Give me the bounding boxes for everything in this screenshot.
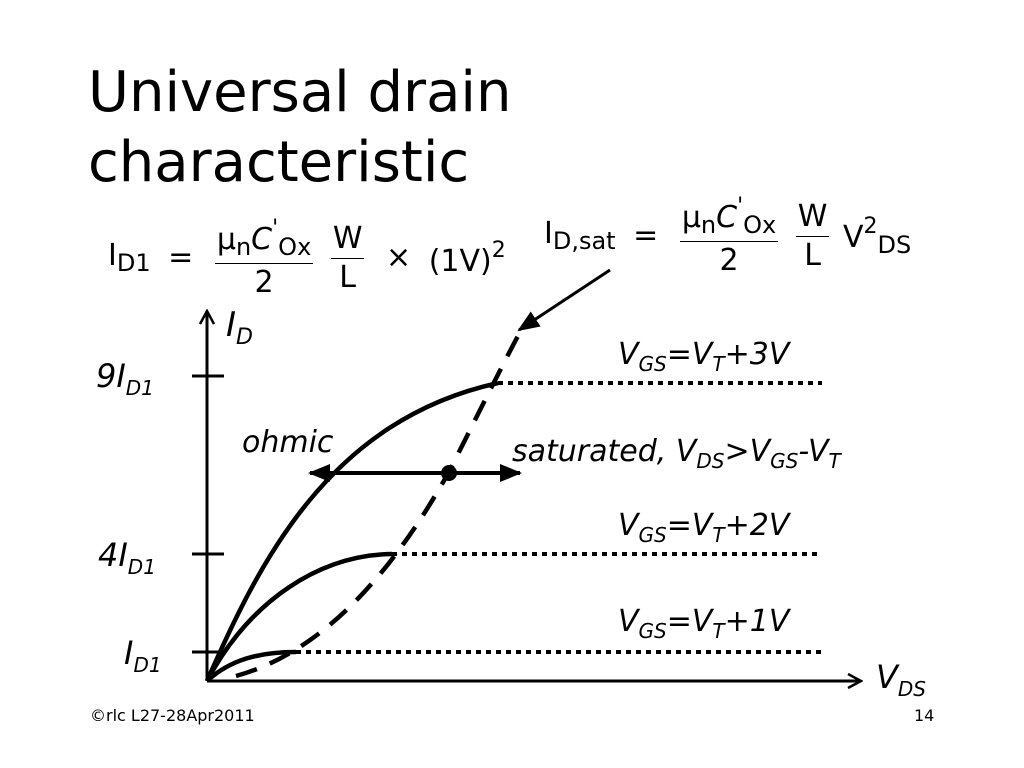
curve-vt-plus-3v-ohmic (204, 380, 499, 682)
title-line-2: characteristic (88, 130, 470, 195)
curve-label-vt-plus-1v: VGS=VT+1V (618, 604, 792, 643)
formula-idsat-fraction-wl: W L (795, 198, 830, 273)
formula-id1: ID1 = μnC'Ox 2 W L × (1V)2 (108, 218, 506, 298)
formula-id1-equals: = (168, 240, 194, 275)
formula-idsat-lhs: ID,sat (544, 216, 616, 255)
region-label-ohmic: ohmic (242, 425, 334, 460)
formula-id1-paren-term: (1V)2 (428, 237, 506, 279)
footer-copyright: ©rlc L27-28Apr2011 (90, 706, 255, 725)
curve-vt-plus-1v-ohmic (205, 649, 297, 683)
curve-label-vt-plus-3v: VGS=VT+3V (618, 337, 792, 376)
formula-id1-lhs: ID1 (108, 238, 151, 277)
footer-page-number: 14 (914, 706, 935, 725)
curve-label-vt-plus-2v: VGS=VT+2V (618, 508, 792, 547)
title-line-1: Universal drain (88, 60, 512, 125)
saturation-boundary-curve (235, 334, 520, 679)
y-axis-label: ID (226, 305, 253, 350)
formula-idsat-fraction-mobility: μnC'Ox 2 (679, 194, 779, 278)
tick-label-9id1: 9ID1 (96, 357, 154, 400)
tick-label-4id1: 4ID1 (98, 536, 156, 579)
region-boundary-dot (441, 465, 457, 481)
region-label-saturated: saturated, VDS>VGS-VT (512, 434, 843, 473)
idsat-pointer-arrow (517, 268, 611, 332)
curve-vt-plus-2v-ohmic (205, 551, 393, 683)
formula-id1-fraction-wl: W L (330, 220, 365, 295)
formula-idsat-equals: = (633, 218, 659, 253)
formula-id1-times: × (386, 240, 412, 275)
slide-title: Universal drain characteristic (88, 58, 608, 198)
formula-idsat-vds-squared: V2DS (843, 213, 912, 259)
x-axis-label: VDS (876, 658, 926, 701)
formula-id1-fraction-mobility: μnC'Ox 2 (214, 216, 314, 300)
formula-idsat: ID,sat = μnC'Ox 2 W L V2DS (544, 196, 911, 276)
tick-label-id1: ID1 (124, 634, 162, 677)
